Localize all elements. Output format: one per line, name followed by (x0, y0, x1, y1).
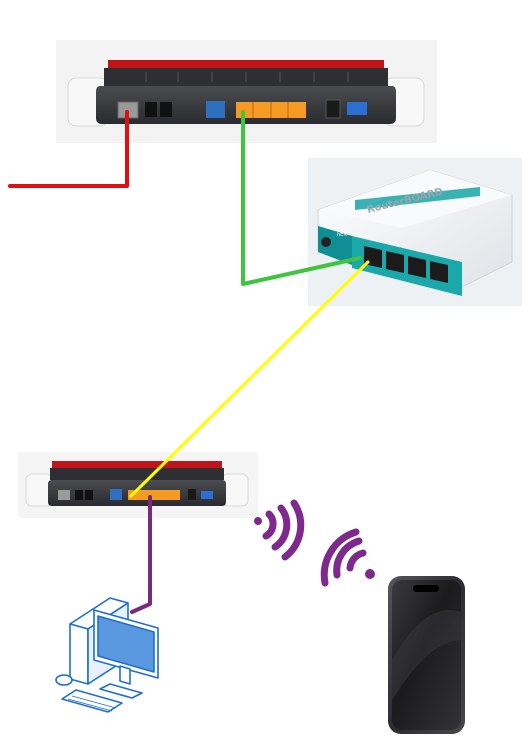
cable-wan-red (8, 110, 129, 188)
mikrotik-ethernet-ports (364, 246, 448, 283)
secondary-router-wan-port (110, 489, 122, 500)
secondary-router-usb-port (201, 491, 213, 499)
wifi-signal-left-icon (254, 499, 305, 561)
secondary-router-lan-ports (128, 490, 180, 500)
cable-pc-purple (130, 495, 152, 614)
main-router-wan-port (206, 101, 225, 118)
cable-uplink-yellow (129, 260, 370, 498)
mikrotik-router: RouterBOARD hEX (308, 158, 522, 306)
cable-lan-green (241, 110, 362, 286)
main-router-phone-port-2 (160, 102, 172, 117)
main-router (56, 40, 437, 143)
wifi-signal-right-icon (320, 528, 375, 587)
secondary-router-vent-band (50, 468, 224, 480)
secondary-router-power-port (188, 489, 196, 500)
mikrotik-power-jack (321, 237, 331, 247)
mikrotik-model-label: hEX (337, 232, 347, 238)
desktop-computer-icon (55, 597, 159, 713)
main-router-red-top (108, 60, 384, 70)
main-router-phone-port-1 (145, 102, 157, 117)
secondary-router (18, 452, 258, 518)
main-router-usb-port (347, 102, 367, 115)
secondary-router-phone-port-1 (75, 490, 83, 500)
mikrotik-left-panel (318, 226, 352, 265)
main-router-power-port (325, 99, 341, 119)
main-router-vents (145, 72, 349, 82)
mikrotik-teal-stripe (355, 187, 480, 210)
secondary-router-dsl-port (58, 490, 70, 500)
secondary-router-red-top (52, 461, 222, 469)
main-router-lan-dividers (252, 102, 289, 118)
smartphone-icon (388, 576, 465, 734)
cables (8, 110, 370, 614)
secondary-router-phone-port-2 (85, 490, 93, 500)
